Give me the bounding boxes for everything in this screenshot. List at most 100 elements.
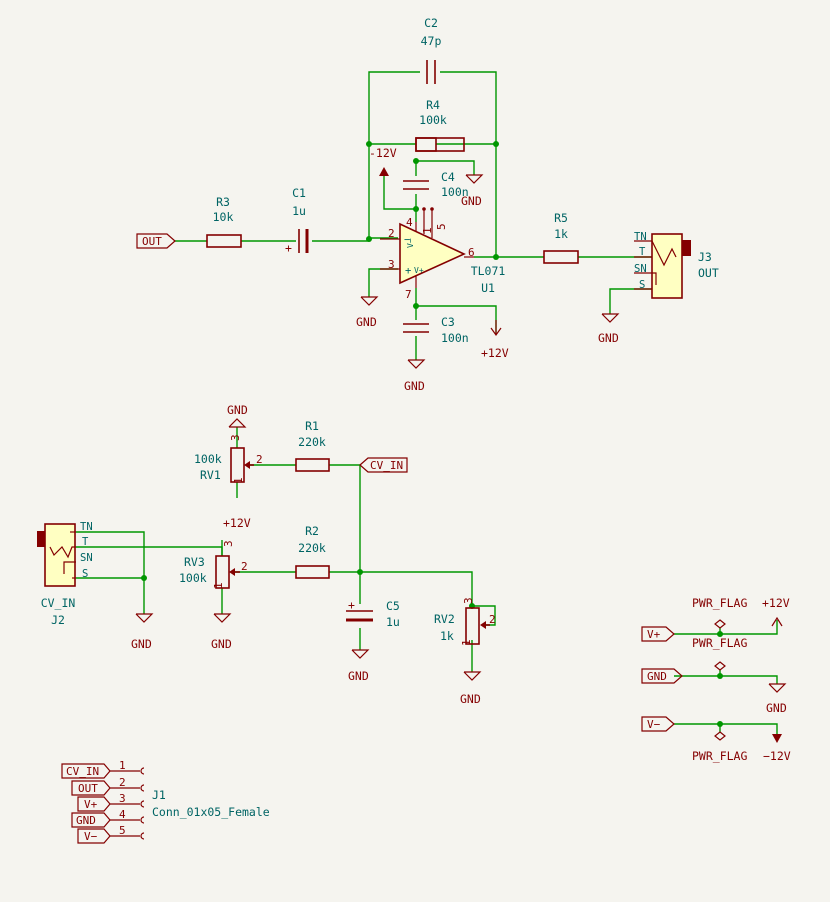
resistor-r3[interactable]: R3 10k <box>206 195 242 248</box>
u1-value: TL071 <box>471 264 506 278</box>
resistor-r5[interactable]: R5 1k <box>543 211 579 264</box>
svg-text:GND: GND <box>356 315 377 329</box>
j3-pin-s: S <box>639 279 645 291</box>
global-label-cv-in: CV_IN <box>359 457 408 473</box>
svg-text:−12V: −12V <box>763 749 791 763</box>
r1-ref: R1 <box>305 419 319 433</box>
c1-ref: C1 <box>292 186 306 200</box>
svg-text:GND: GND <box>766 701 787 715</box>
c5-value: 1u <box>386 615 400 629</box>
rv3-pin3: 3 <box>222 540 235 547</box>
svg-text:GND: GND <box>348 669 369 683</box>
svg-text:+12V: +12V <box>481 346 509 360</box>
gnd-symbol-rv2: GND <box>460 671 482 706</box>
opamp-u1[interactable]: − + V− V+ 2 3 6 7 4 1 5 TL071 U1 <box>380 207 505 301</box>
svg-text:GND: GND <box>598 331 619 345</box>
j3-ref: J3 <box>698 250 712 264</box>
potentiometer-rv1[interactable]: 3 2 1 100k RV1 <box>194 434 263 484</box>
j3-pin-tn: TN <box>634 231 647 243</box>
rv1-pin1: 1 <box>232 477 245 484</box>
pos12v-symbol-rv1: +12V <box>223 516 251 530</box>
capacitor-c3[interactable]: C3 100n <box>403 315 469 345</box>
r4-ref: R4 <box>426 98 440 112</box>
rv3-pin2: 2 <box>241 560 248 573</box>
c4-ref: C4 <box>441 170 455 184</box>
potentiometer-rv2[interactable]: 3 2 1 RV2 1k <box>434 597 496 646</box>
rv2-value: 1k <box>440 629 454 643</box>
resistor-r2[interactable]: R2 220k <box>295 524 330 579</box>
svg-text:PWR_FLAG: PWR_FLAG <box>692 749 747 763</box>
rv2-ref: RV2 <box>434 612 455 626</box>
pwr-flag-vminus: PWR_FLAG <box>692 731 747 763</box>
j2-pin-tn: TN <box>80 521 93 533</box>
u1-pin7: 7 <box>405 288 412 301</box>
gnd-symbol-c4: GND <box>461 174 484 208</box>
j2-pin-sn: SN <box>80 552 93 564</box>
u1-vplus: V+ <box>414 266 424 275</box>
pos12v-symbol-pwr: +12V <box>762 596 790 627</box>
r2-ref: R2 <box>305 524 319 538</box>
potentiometer-rv3[interactable]: 3 2 1 RV3 100k <box>179 540 248 589</box>
svg-text:GND: GND <box>76 814 96 827</box>
gnd-symbol-j3: GND <box>598 313 620 345</box>
connector-j1[interactable]: CV_IN OUT V+ GND V− 1 2 3 4 5 J1 Conn_01… <box>61 759 270 844</box>
u1-pin1: 1 <box>421 227 434 234</box>
u1-pin3: 3 <box>388 258 395 271</box>
c1-value: 1u <box>292 204 306 218</box>
capacitor-c2[interactable]: C2 47p <box>421 16 442 84</box>
u1-pin2: 2 <box>388 227 395 240</box>
neg12v-symbol-pwr: −12V <box>763 734 791 763</box>
rv1-value: 100k <box>194 452 222 466</box>
j2-ref: J2 <box>51 613 65 627</box>
r2-value: 220k <box>298 541 326 555</box>
resistor-r4[interactable]: R4 100k <box>415 98 465 152</box>
global-label-vplus: V+ <box>641 626 675 642</box>
neg12v-symbol-u1: -12V <box>369 146 397 176</box>
r5-ref: R5 <box>554 211 568 225</box>
capacitor-c5[interactable]: + C5 1u <box>346 598 400 629</box>
svg-text:2: 2 <box>119 776 126 789</box>
r3-value: 10k <box>213 210 234 224</box>
svg-text:3: 3 <box>119 792 126 805</box>
svg-text:V+: V+ <box>84 798 98 811</box>
capacitor-c1[interactable]: + C1 1u <box>285 186 309 255</box>
u1-vminus: V− <box>406 238 415 248</box>
svg-text:V−: V− <box>647 718 661 731</box>
jack-j3[interactable]: TN T SN S J3 OUT <box>634 231 719 299</box>
capacitor-c4[interactable]: C4 100n <box>403 170 469 199</box>
svg-text:+12V: +12V <box>762 596 790 610</box>
svg-text:V+: V+ <box>647 628 661 641</box>
u1-ref: U1 <box>481 281 495 295</box>
svg-text:CV_IN: CV_IN <box>370 459 403 472</box>
r5-value: 1k <box>554 227 568 241</box>
j2-pin-s: S <box>82 568 88 580</box>
j1-ref: J1 <box>152 788 166 802</box>
svg-text:GND: GND <box>227 403 248 417</box>
gnd-symbol-rv3: GND <box>211 613 232 651</box>
svg-text:GND: GND <box>404 379 425 393</box>
svg-text:OUT: OUT <box>78 782 98 795</box>
r4-value: 100k <box>419 113 447 127</box>
svg-text:GND: GND <box>647 670 667 683</box>
resistor-r1[interactable]: R1 220k <box>295 419 330 472</box>
rv3-value: 100k <box>179 571 207 585</box>
rv1-pin3: 3 <box>229 434 242 441</box>
global-label-vminus: V− <box>641 716 675 732</box>
svg-text:OUT: OUT <box>142 235 162 248</box>
j1-value: Conn_01x05_Female <box>152 805 270 819</box>
c5-ref: C5 <box>386 599 400 613</box>
global-label-out-input: OUT <box>136 233 176 249</box>
rv3-ref: RV3 <box>184 555 205 569</box>
gnd-symbol-pwr: GND <box>766 683 787 715</box>
gnd-symbol-j2: GND <box>131 613 154 651</box>
rv2-pin1: 1 <box>460 639 473 646</box>
pwr-flag-gnd <box>714 661 726 671</box>
c1-plus-mark: + <box>285 241 292 255</box>
jack-j2[interactable]: TN T SN S CV_IN J2 <box>37 521 93 627</box>
rv1-ref: RV1 <box>200 468 221 482</box>
svg-text:5: 5 <box>119 824 126 837</box>
j3-pin-sn: SN <box>634 263 647 275</box>
rv2-pin3: 3 <box>462 597 475 604</box>
u1-plus: + <box>405 265 411 277</box>
